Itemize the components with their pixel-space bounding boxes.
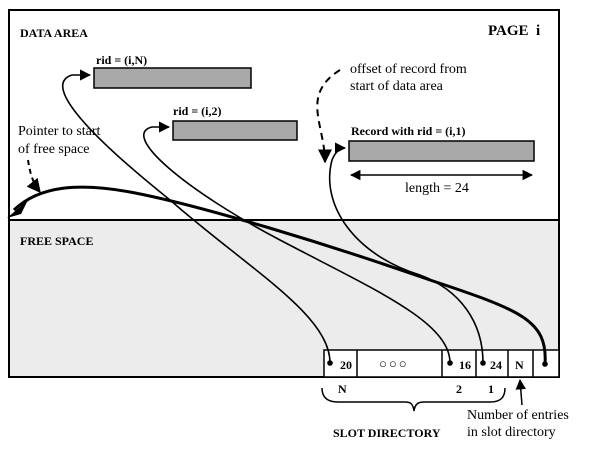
slot-directory-brace — [321, 387, 506, 412]
free-space-pointer — [12, 185, 547, 365]
record-2 — [172, 120, 298, 141]
slot-count-cell: N — [515, 358, 524, 372]
pointer-note-line2: of free space — [18, 142, 90, 157]
slot-n-offset: 20 — [340, 358, 352, 372]
slot-ellipsis: ○○○ — [379, 356, 409, 371]
num-entries-line1: Number of entries — [467, 408, 569, 423]
record-1 — [348, 140, 535, 162]
slot-index-1: 1 — [488, 382, 494, 396]
pointer-note-arrow — [26, 159, 41, 194]
free-space-pointer-head — [7, 200, 28, 218]
slot-1-pointer — [328, 142, 484, 364]
free-space-label: FREE SPACE — [20, 234, 93, 248]
slot-index-2: 2 — [456, 382, 462, 396]
slot-2-offset: 16 — [459, 358, 471, 372]
slot-2-pointer — [142, 121, 451, 364]
length-label: length = 24 — [405, 181, 469, 196]
record-n — [93, 67, 252, 89]
offset-note-line1: offset of record from — [350, 62, 467, 77]
slot-1-offset: 24 — [490, 358, 502, 372]
slot-directory-label: SLOT DIRECTORY — [333, 426, 441, 440]
offset-note-line2: start of data area — [350, 79, 444, 94]
data-area-label: DATA AREA — [20, 26, 88, 40]
slot-index-n: N — [338, 382, 347, 396]
record-n-label: rid = (i,N) — [96, 53, 147, 67]
num-entries-line2: in slot directory — [467, 425, 556, 440]
pointer-note-line1: Pointer to start — [18, 124, 101, 139]
record-1-label: Record with rid = (i,1) — [351, 124, 466, 138]
offset-note-arrow — [316, 69, 341, 164]
record-2-label: rid = (i,2) — [173, 104, 222, 118]
num-entries-arrow — [515, 378, 526, 406]
page-label: PAGE i — [488, 23, 540, 39]
